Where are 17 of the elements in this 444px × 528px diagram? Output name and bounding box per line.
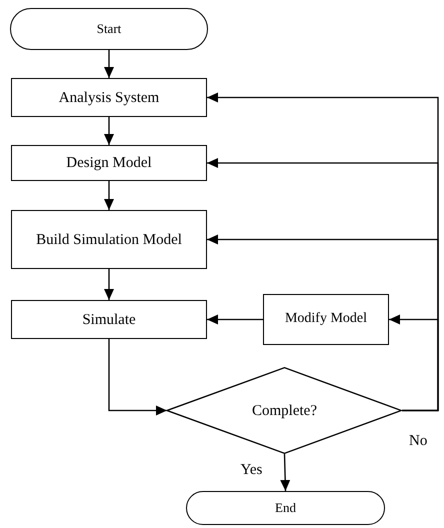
arrow xyxy=(280,454,290,492)
terminator-shape: Start xyxy=(10,8,208,50)
arrow xyxy=(104,181,114,210)
arrow xyxy=(389,314,439,412)
decision-diamond: Complete? xyxy=(167,367,402,454)
arrow xyxy=(207,314,263,324)
process-box: Simulate xyxy=(11,300,207,339)
arrow xyxy=(104,117,114,145)
process-box: Modify Model xyxy=(263,294,389,345)
arrow xyxy=(104,269,114,300)
process-box: Build Simulation Model xyxy=(11,210,207,269)
terminator-shape: End xyxy=(186,491,385,525)
process-box: Design Model xyxy=(11,145,207,181)
arrow xyxy=(108,339,167,416)
arrow xyxy=(104,50,114,78)
edge-label: Yes xyxy=(240,462,262,478)
process-box: Analysis System xyxy=(11,78,207,117)
